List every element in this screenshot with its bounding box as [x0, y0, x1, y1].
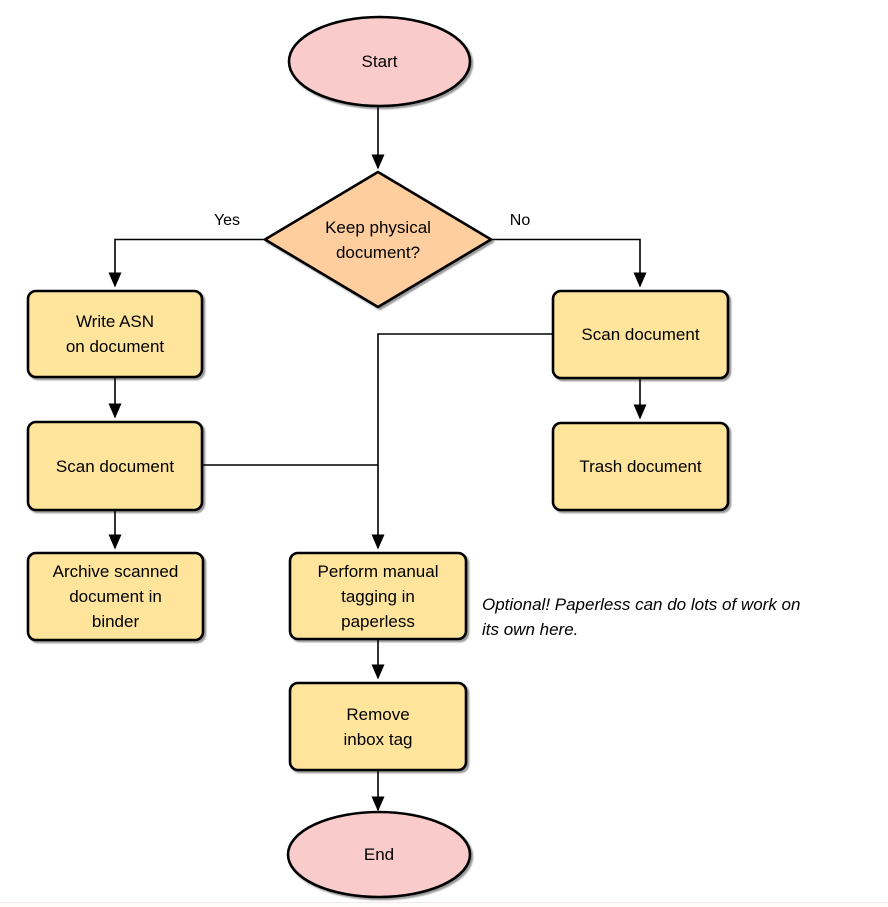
perform-tagging-node-shape: [288, 551, 468, 641]
edge-scan-right-to-perform-tagging: [371, 333, 553, 550]
edges: [108, 106, 647, 812]
end-node-shape: [286, 810, 472, 899]
trash-document-node-shape: [551, 421, 730, 512]
edge-decision-yes-to-write-asn: [108, 238, 266, 288]
scan-document-left-node-shape: [26, 420, 204, 512]
page-bottom-divider: [0, 902, 888, 907]
start-node-shape: [287, 15, 472, 108]
nodes: [26, 15, 730, 899]
remove-inbox-node-shape: [288, 681, 468, 772]
scan-document-right-node-shape: [551, 289, 730, 380]
archive-node-shape: [26, 551, 205, 642]
edge-decision-no-to-scan-right: [490, 238, 647, 288]
decision-keep-physical-shape: [263, 170, 493, 309]
write-asn-node-shape: [26, 289, 204, 379]
